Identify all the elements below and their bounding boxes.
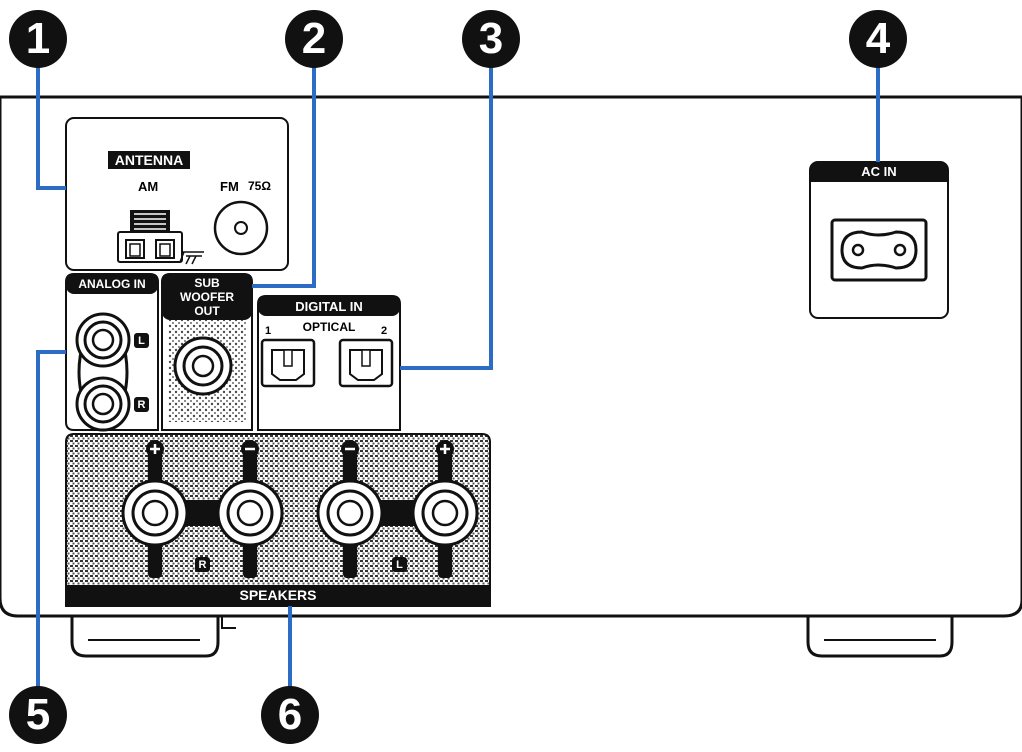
optical-1-label: 1 [265, 325, 272, 337]
digital-in-label: DIGITAL IN [295, 299, 363, 314]
ac-inlet-icon [830, 218, 928, 282]
analog-in-label: ANALOG IN [78, 277, 146, 291]
callout-4: 4 [849, 10, 907, 68]
fm-antenna-connector [213, 200, 269, 256]
antenna-label: ANTENNA [108, 151, 190, 169]
callout-6: 6 [261, 686, 319, 744]
speaker-terminals [121, 450, 479, 578]
speakers-label: SPEAKERS [239, 587, 317, 603]
leader-lines [36, 58, 880, 690]
digital-in-panel [257, 295, 401, 431]
subwoofer-jack [173, 336, 233, 396]
speaker-left-marker: L [392, 557, 407, 572]
subwoofer-label-line1: SUB [194, 276, 220, 290]
optical-label: OPTICAL [302, 320, 356, 334]
fm-label: FM [220, 179, 239, 194]
right-foot [806, 612, 954, 658]
left-foot [70, 612, 220, 658]
analog-in-jacks [75, 312, 131, 432]
callout-1: 1 [9, 10, 67, 68]
am-antenna-terminal [117, 210, 204, 265]
subwoofer-label-line3: OUT [194, 304, 220, 318]
optical-port-2 [338, 338, 394, 388]
optical-port-1 [260, 338, 316, 388]
polarity-plus-icon [146, 440, 454, 458]
optical-2-label: 2 [381, 325, 388, 337]
fm-impedance-label: 75Ω [248, 179, 271, 193]
subwoofer-label-line2: WOOFER [180, 290, 234, 304]
polarity-minus-icon [241, 440, 359, 458]
callout-2: 2 [285, 10, 343, 68]
analog-left-marker: L [134, 333, 149, 348]
callout-5: 5 [9, 686, 67, 744]
speaker-right-marker: R [195, 557, 210, 572]
am-label: AM [138, 179, 159, 194]
callout-3: 3 [462, 10, 520, 68]
analog-right-marker: R [134, 397, 149, 412]
ac-in-label: AC IN [861, 164, 897, 179]
